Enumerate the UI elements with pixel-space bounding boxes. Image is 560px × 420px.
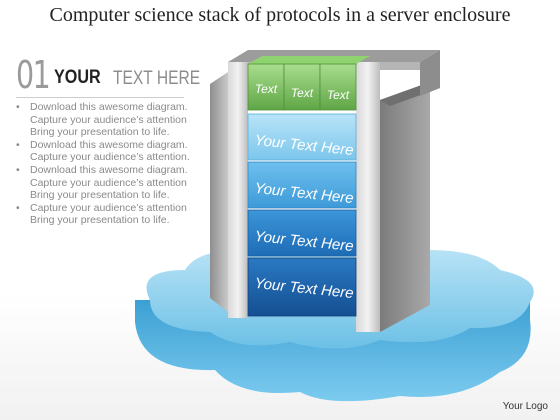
section-number: 01 xyxy=(16,53,51,97)
bullet-item: Download this awesome diagram. Capture y… xyxy=(14,139,194,164)
section-heading-bold: YOUR xyxy=(54,67,101,88)
top-cell-group: Text Text Text xyxy=(247,56,370,111)
top-cell-label: Text xyxy=(255,82,278,96)
stack-layer xyxy=(247,209,357,257)
top-cell xyxy=(247,63,285,111)
bullet-item: Capture your audience’s attention Bring … xyxy=(14,202,194,227)
bullet-item: Download this awesome diagram. Capture y… xyxy=(14,101,194,139)
logo-text: Your Logo xyxy=(502,401,548,412)
stack-layer xyxy=(247,113,357,161)
section-heading-light: TEXT HERE xyxy=(113,68,201,89)
top-cell-label: Text xyxy=(291,86,314,100)
bullet-item: Download this awesome diagram. Capture y… xyxy=(14,164,194,202)
stack-layer xyxy=(247,161,357,209)
layer-stack: Your Text Here Your Text Here Your Text … xyxy=(247,113,357,317)
stack-layer xyxy=(247,257,357,317)
slide-title: Computer science stack of protocols in a… xyxy=(49,4,511,26)
bullet-list: Download this awesome diagram. Capture y… xyxy=(14,101,194,227)
server-enclosure xyxy=(210,50,440,332)
top-cell-label: Text xyxy=(327,88,350,102)
top-cell xyxy=(283,63,321,111)
top-cell xyxy=(319,63,357,111)
heading-divider xyxy=(16,97,184,98)
